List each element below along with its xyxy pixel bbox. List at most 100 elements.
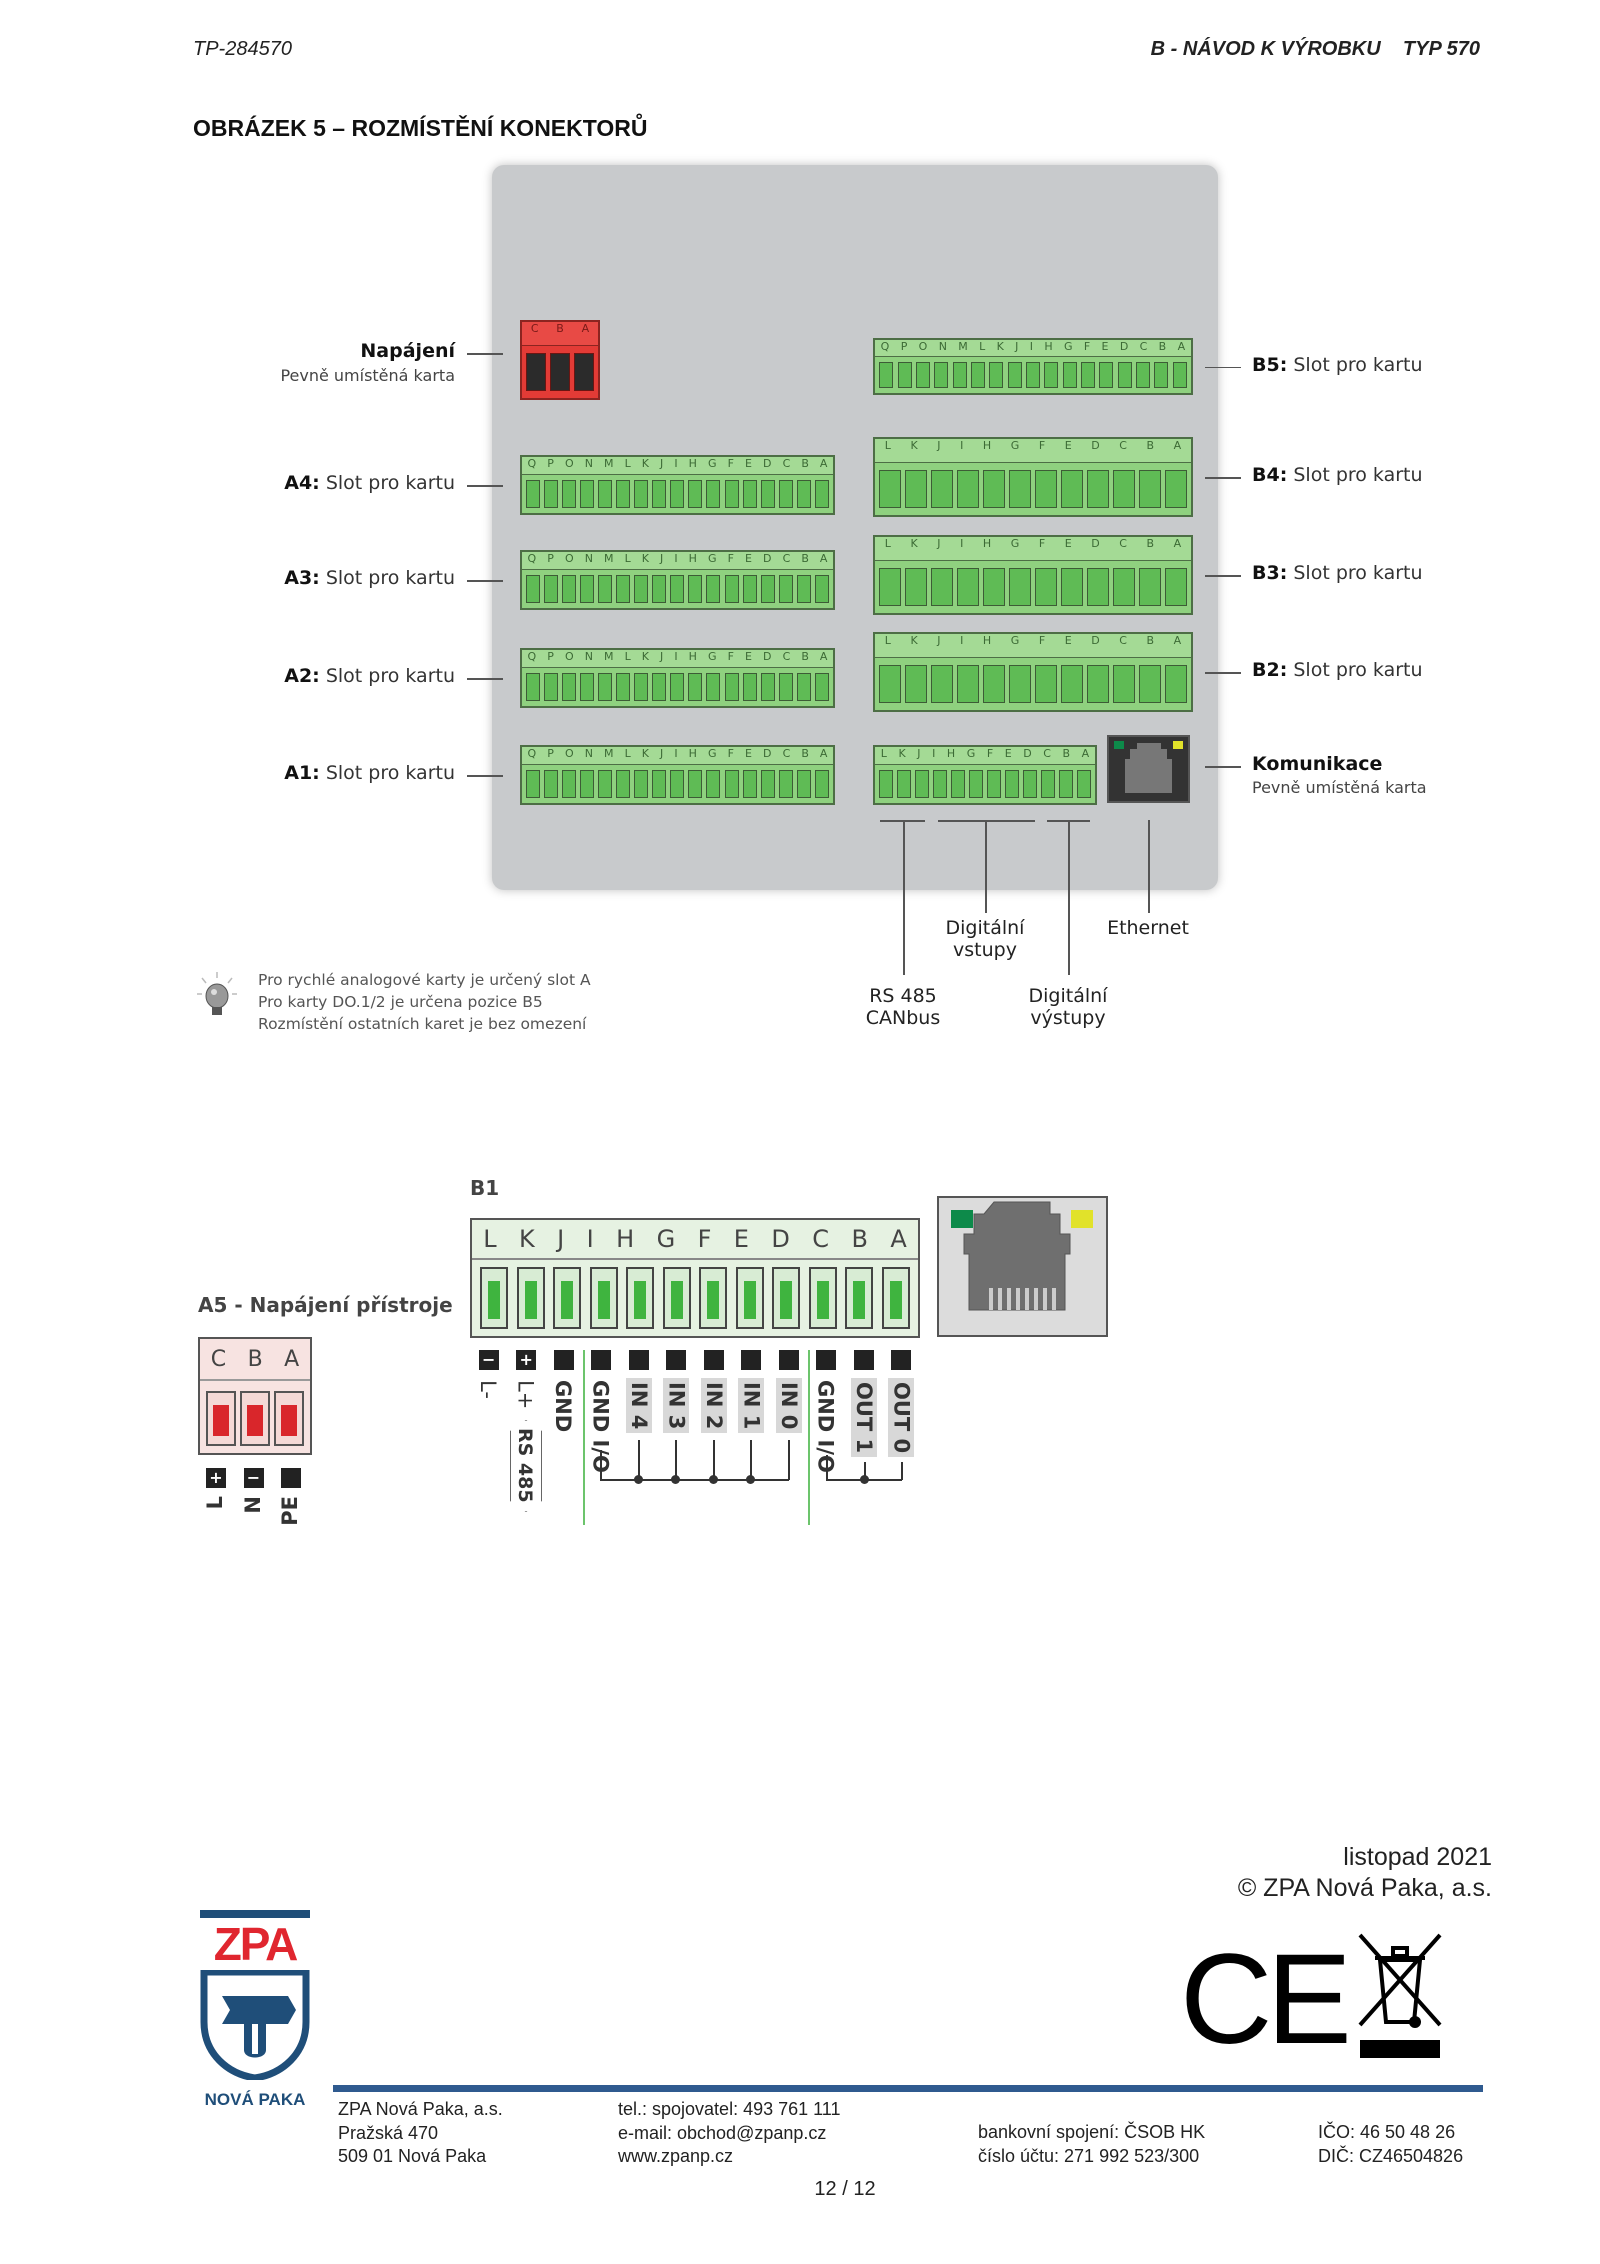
slot-a3-label: A3: Slot pro kartu: [284, 567, 455, 589]
power-sublabel: Pevně umístěná karta: [280, 366, 455, 385]
pin-marker: [666, 1350, 687, 1370]
terminal-pin: [580, 770, 595, 798]
pin-letter: A: [1173, 537, 1182, 550]
pin-letter: E: [1064, 634, 1072, 647]
terminal-pin: [814, 673, 829, 701]
slot-pins: [875, 561, 1191, 613]
pin-letter: H: [688, 747, 697, 760]
terminal-pin: [634, 770, 649, 798]
pin-letter: J: [660, 552, 664, 565]
terminal-pin: [1007, 362, 1022, 388]
pin-letter: L: [880, 747, 887, 760]
pin-letter: A: [1081, 747, 1090, 760]
ce-mark: CE: [1180, 1928, 1352, 2071]
terminal-pin: [808, 1267, 837, 1329]
pin-letter: G: [1063, 340, 1073, 353]
terminal-pin: [598, 673, 613, 701]
terminal-pin: [1025, 362, 1040, 388]
pin-letter: G: [966, 747, 976, 760]
terminal-pin: [652, 480, 667, 508]
pin-letter: H: [1044, 340, 1053, 353]
terminal-pin: [951, 770, 965, 798]
terminal-pin: [670, 480, 685, 508]
pin-letter: C: [1119, 439, 1127, 452]
terminal-pin: [562, 480, 577, 508]
terminal-pin: [1061, 469, 1083, 509]
pin-letter: P: [547, 747, 554, 760]
terminal-pin: [905, 567, 927, 607]
slot-pins: [875, 463, 1191, 515]
pin-letter: E: [1064, 537, 1072, 550]
pin-letter: I: [932, 747, 936, 760]
terminal-pin: [1005, 770, 1019, 798]
pin-letter: D: [763, 457, 772, 470]
pin-letter: F: [727, 552, 734, 565]
terminal-pin: [987, 770, 1001, 798]
tips-text: Pro rychlé analogové karty je určený slo…: [258, 971, 591, 1033]
pin-letter: O: [564, 457, 574, 470]
pin-letter: J: [660, 747, 664, 760]
pin-letter: P: [547, 457, 554, 470]
terminal-pin: [1041, 770, 1055, 798]
pin-letter: A: [1173, 634, 1182, 647]
pin-marker: −: [478, 1350, 499, 1370]
terminal-pin: [970, 362, 985, 388]
pin-letter: F: [727, 457, 734, 470]
pin-marker: [591, 1350, 612, 1370]
pin-letter: F: [727, 747, 734, 760]
pin-letter: E: [745, 650, 752, 663]
pin-letter: M: [604, 552, 614, 565]
slot-pins: [522, 765, 833, 803]
terminal-pin: [526, 352, 546, 392]
pin-letter: B: [851, 1225, 868, 1253]
pin-letter: C: [782, 552, 791, 565]
terminal-pin: [616, 575, 631, 603]
pin-label: GND I/O: [813, 1380, 838, 1473]
terminal-pin: [1035, 469, 1057, 509]
pin-label: IN 3: [663, 1378, 690, 1434]
pin-letter: I: [674, 552, 678, 565]
terminal-pin: [598, 770, 613, 798]
pin-letter: K: [996, 340, 1004, 353]
terminal-pin: [1165, 469, 1187, 509]
pin-letter: D: [1119, 340, 1129, 353]
pin-letter: B: [801, 552, 809, 565]
pin-letter: A: [1177, 340, 1186, 353]
terminal-pin: [796, 673, 811, 701]
pin-letter: P: [547, 650, 554, 663]
pin-letter: K: [898, 747, 906, 760]
slot-pins: [522, 346, 598, 398]
pin-letter: K: [641, 552, 649, 565]
terminal-pin: [544, 673, 559, 701]
terminal-pin: [724, 575, 739, 603]
terminal-pin: [983, 469, 1005, 509]
terminal-pin: [983, 664, 1005, 704]
pin-letter: G: [708, 457, 717, 470]
pin-letter: I: [960, 439, 964, 452]
terminal-pin: [957, 567, 979, 607]
terminal-pin: [814, 480, 829, 508]
terminal-pin: [553, 1267, 582, 1329]
rs485-canbus-label: RS 485 CANbus: [865, 985, 941, 1029]
terminal-pin: [1077, 770, 1091, 798]
pin-letter: D: [763, 552, 772, 565]
pin-letter: H: [688, 457, 697, 470]
terminal-pin: [652, 673, 667, 701]
terminal-pin: [480, 1267, 509, 1329]
zpa-logo: ZPA NOVÁ PAKA: [200, 1910, 310, 2110]
terminal-pin: [274, 1391, 304, 1446]
pin-letter: A: [819, 552, 828, 565]
terminal-pin: [742, 480, 757, 508]
date: listopad 2021: [1343, 1843, 1492, 1871]
pin-letter: I: [586, 1225, 594, 1253]
terminal-pin: [706, 673, 721, 701]
terminal-pin: [879, 770, 893, 798]
terminal-pin: [634, 673, 649, 701]
pin-letter: O: [918, 340, 928, 353]
